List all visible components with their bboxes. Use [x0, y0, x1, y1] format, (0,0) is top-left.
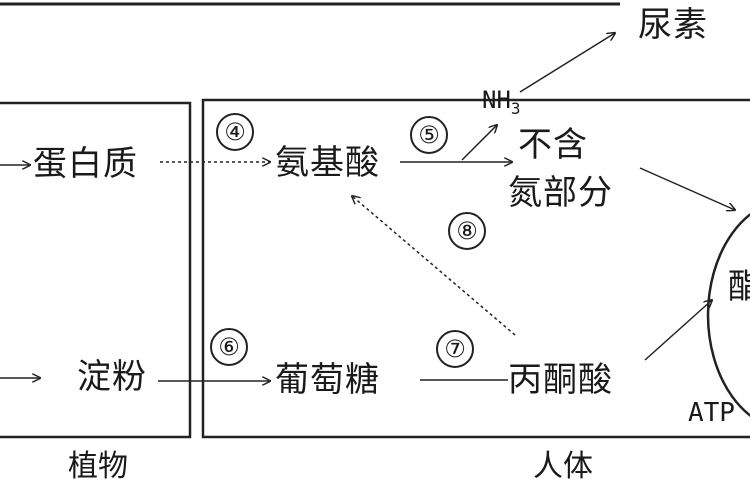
arrow-pyruvate-to-circle — [644, 300, 712, 361]
arrow-to-nh3 — [461, 125, 497, 161]
nh3-label: NH3 — [482, 88, 521, 117]
plant-box — [0, 101, 192, 439]
non-nitrogen-line1: 不含 — [518, 125, 588, 165]
starch-label: 淀粉 — [77, 357, 147, 397]
step-8: ⑧ — [448, 212, 486, 250]
circle-partial-label: 酯 — [728, 267, 750, 307]
non-nitrogen-line2: 氮部分 — [508, 173, 613, 213]
step-6: ⑥ — [210, 328, 248, 366]
step-4: ④ — [216, 113, 254, 151]
pyruvate-label: 丙酮酸 — [508, 360, 613, 400]
arrow-nonnitrogen-to-circle — [639, 167, 735, 210]
glucose-label: 葡萄糖 — [275, 360, 380, 400]
plant-caption: 植物 — [68, 449, 128, 484]
amino-acid-label: 氨基酸 — [275, 143, 380, 183]
nh3-subscript: 3 — [510, 98, 521, 118]
step-7: ⑦ — [436, 330, 474, 368]
step-5: ⑤ — [410, 116, 448, 154]
atp-label: ATP — [688, 398, 735, 428]
protein-label: 蛋白质 — [33, 144, 138, 184]
human-box — [201, 98, 750, 439]
human-caption: 人体 — [533, 449, 593, 484]
nh3-main: NH — [482, 86, 511, 114]
arrow-pyruvate-to-amino — [352, 196, 516, 336]
urea-label: 尿素 — [638, 5, 708, 45]
metabolic-circle — [706, 213, 750, 417]
arrow-nh3-to-urea — [519, 33, 615, 93]
